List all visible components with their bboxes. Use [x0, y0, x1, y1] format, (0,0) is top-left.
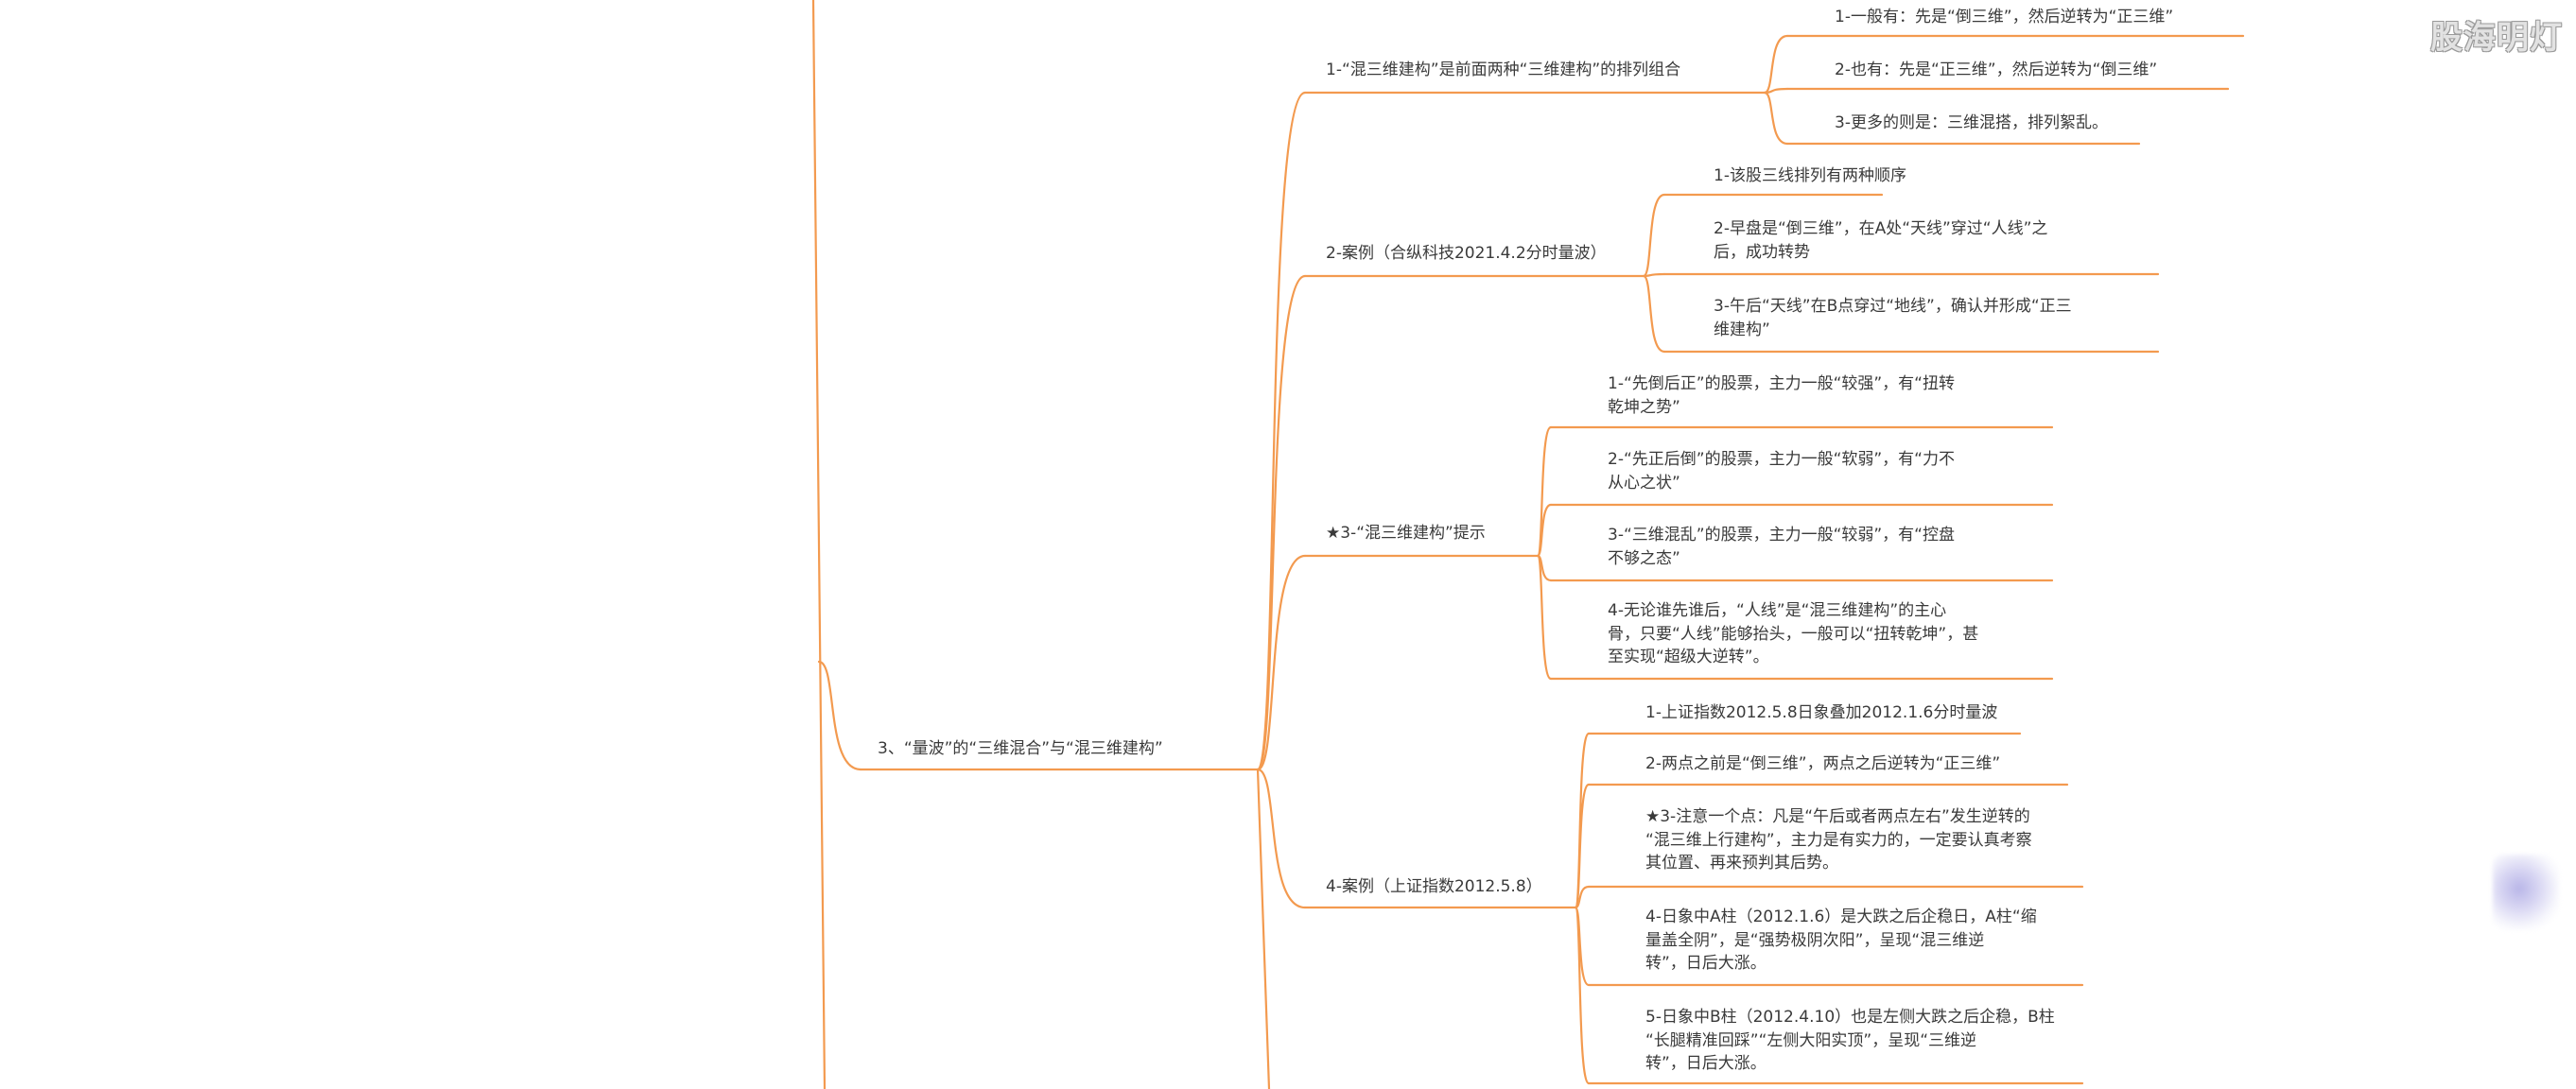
- root-node[interactable]: 3、“量波”的“三维混合”与“混三维建构”: [878, 739, 1163, 758]
- leaf-node-3-1[interactable]: 1-“先倒后正”的股票，主力一般“较强”，有“扭转 乾坤之势”: [1608, 374, 1955, 417]
- leaf-node-3-4[interactable]: 4-无论谁先谁后，“人线”是“混三维建构”的主心 骨，只要“人线”能够抬头，一般…: [1608, 601, 1979, 666]
- edge-branch-1-leaf-3: [1763, 91, 1789, 146]
- edge-branch-2-leaf-3: [1642, 274, 1666, 354]
- leaf-node-1-3[interactable]: 3-更多的则是：三维混搭，排列絮乱。: [1835, 113, 2108, 132]
- edge-branch-3-leaf-4: [1536, 554, 1553, 681]
- edge-branch-4-leaf-5: [1574, 906, 1591, 1085]
- leaf-node-1-2[interactable]: 2-也有：先是“正三维”，然后逆转为“倒三维”: [1835, 60, 2158, 79]
- branch-node-4[interactable]: 4-案例（上证指数2012.5.8）: [1326, 877, 1542, 896]
- edge-root-branch-2: [1256, 274, 1307, 771]
- watermark-logo: 股海明灯: [2430, 19, 2563, 57]
- edge-root-branch-4: [1256, 768, 1307, 909]
- branch-node-1[interactable]: 1-“混三维建构”是前面两种“三维建构”的排列组合: [1326, 60, 1681, 79]
- trunk-line-left: [811, 0, 827, 1089]
- edge-branch-3-leaf-2: [1536, 503, 1553, 558]
- leaf-node-3-3[interactable]: 3-“三维混乱”的股票，主力一般“较弱”，有“控盘 不够之态”: [1608, 526, 1955, 568]
- leaf-node-2-2[interactable]: 2-早盘是“倒三维”，在A处“天线”穿过“人线”之 后，成功转势: [1714, 219, 2048, 262]
- edge-trunk-root: [817, 660, 862, 771]
- leaf-node-4-1[interactable]: 1-上证指数2012.5.8日象叠加2012.1.6分时量波: [1645, 703, 1998, 722]
- leaf-node-4-5[interactable]: 5-日象中B柱（2012.4.10）也是左侧大跌之后企稳，B柱 “长腿精准回踩”…: [1645, 1008, 2055, 1073]
- edge-branch-3-leaf-1: [1536, 425, 1553, 558]
- edge-branch-4-leaf-2: [1574, 783, 1591, 909]
- leaf-node-2-1[interactable]: 1-该股三线排列有两种顺序: [1714, 166, 1906, 185]
- edge-branch-1-leaf-1: [1763, 34, 1789, 95]
- blurred-avatar-icon: [2493, 855, 2559, 930]
- edge-root-branch-3: [1256, 554, 1307, 771]
- branch-node-3[interactable]: ★3-“混三维建构”提示: [1326, 524, 1486, 543]
- leaf-node-4-4[interactable]: 4-日象中A柱（2012.1.6）是大跌之后企稳日，A柱“缩 量盖全阴”，是“强…: [1645, 908, 2037, 973]
- edge-branch-2-leaf-1: [1642, 193, 1666, 278]
- leaf-node-2-3[interactable]: 3-午后“天线”在B点穿过“地线”，确认并形成“正三 维建构”: [1714, 297, 2072, 339]
- branch-node-2[interactable]: 2-案例（合纵科技2021.4.2分时量波）: [1326, 244, 1607, 263]
- edge-root-branch-1: [1256, 91, 1307, 771]
- edge-branch-4-leaf-3: [1574, 885, 1591, 909]
- leaf-node-4-2[interactable]: 2-两点之前是“倒三维”，两点之后逆转为“正三维”: [1645, 754, 2001, 773]
- leaf-node-1-1[interactable]: 1-一般有：先是“倒三维”，然后逆转为“正三维”: [1835, 8, 2174, 26]
- leaf-node-3-2[interactable]: 2-“先正后倒”的股票，主力一般“软弱”，有“力不 从心之状”: [1608, 450, 1955, 493]
- edge-root-down: [1256, 768, 1271, 1089]
- leaf-node-4-3[interactable]: ★3-注意一个点：凡是“午后或者两点左右”发生逆转的 “混三维上行建构”，主力是…: [1645, 807, 2032, 873]
